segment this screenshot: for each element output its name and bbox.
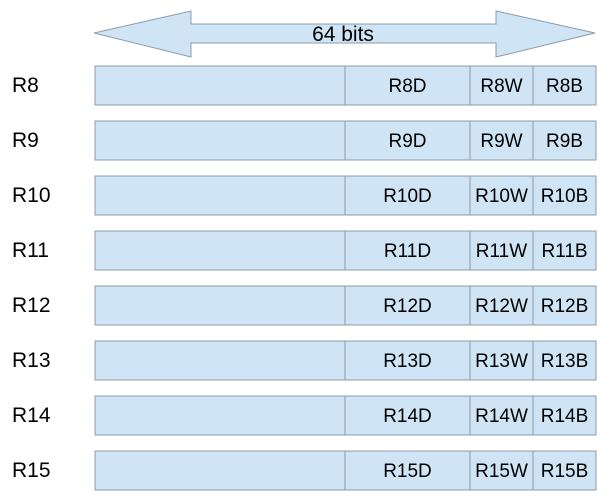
register-row: R9 R9D R9W R9B bbox=[12, 120, 597, 161]
upper-bits-cell bbox=[94, 230, 346, 271]
upper-bits-cell bbox=[94, 175, 346, 216]
register-label: R14 bbox=[12, 404, 51, 427]
register-row: R8 R8D R8W R8B bbox=[12, 65, 597, 106]
register-label: R12 bbox=[12, 294, 51, 317]
register-row: R11 R11D R11W R11B bbox=[12, 230, 597, 271]
word-cell bbox=[469, 285, 534, 326]
word-label: R10W bbox=[475, 186, 528, 207]
byte-cell bbox=[532, 340, 597, 381]
register-row: R10 R10D R10W R10B bbox=[12, 175, 597, 216]
dword-label: R11D bbox=[384, 241, 431, 262]
dword-label: R15D bbox=[383, 461, 432, 482]
word-label: R9W bbox=[480, 131, 522, 152]
byte-cell bbox=[532, 230, 597, 271]
word-label: R11W bbox=[476, 241, 527, 262]
upper-bits-cell bbox=[94, 285, 346, 326]
word-cell bbox=[469, 450, 534, 491]
register-label: R9 bbox=[12, 129, 39, 152]
dword-label: R12D bbox=[383, 296, 432, 317]
byte-label: R12B bbox=[541, 296, 589, 317]
word-cell bbox=[469, 120, 534, 161]
register-label: R10 bbox=[12, 184, 51, 207]
word-cell bbox=[469, 175, 534, 216]
register-row: R13 R13D R13W R13B bbox=[12, 340, 597, 381]
dword-label: R10D bbox=[383, 186, 432, 207]
dword-cell bbox=[344, 230, 471, 271]
register-label: R15 bbox=[12, 459, 51, 482]
dword-label: R13D bbox=[383, 351, 432, 372]
dword-cell bbox=[344, 65, 471, 106]
register-label: R13 bbox=[12, 349, 51, 372]
dword-cell bbox=[344, 340, 471, 381]
byte-cell bbox=[532, 285, 597, 326]
byte-label: R9B bbox=[546, 131, 583, 152]
upper-bits-cell bbox=[94, 120, 346, 161]
register-label: R8 bbox=[12, 74, 39, 97]
word-cell bbox=[469, 340, 534, 381]
word-label: R14W bbox=[475, 406, 528, 427]
byte-label: R11B bbox=[541, 241, 587, 262]
dword-label: R14D bbox=[383, 406, 432, 427]
byte-cell bbox=[532, 175, 597, 216]
dword-cell bbox=[344, 395, 471, 436]
register-row: R12 R12D R12W R12B bbox=[12, 285, 597, 326]
upper-bits-cell bbox=[94, 65, 346, 106]
word-label: R15W bbox=[475, 461, 528, 482]
byte-label: R10B bbox=[541, 186, 589, 207]
dword-cell bbox=[344, 120, 471, 161]
width-label: 64 bits bbox=[312, 23, 374, 46]
word-label: R8W bbox=[480, 76, 522, 97]
dword-cell bbox=[344, 175, 471, 216]
dword-label: R8D bbox=[388, 76, 426, 97]
byte-label: R15B bbox=[541, 461, 589, 482]
word-cell bbox=[469, 395, 534, 436]
byte-cell bbox=[532, 65, 597, 106]
register-row: R15 R15D R15W R15B bbox=[12, 450, 597, 491]
word-cell bbox=[469, 65, 534, 106]
word-label: R13W bbox=[475, 351, 528, 372]
upper-bits-cell bbox=[94, 395, 346, 436]
byte-label: R13B bbox=[541, 351, 589, 372]
byte-label: R8B bbox=[546, 76, 583, 97]
dword-cell bbox=[344, 285, 471, 326]
register-row: R14 R14D R14W R14B bbox=[12, 395, 597, 436]
word-cell bbox=[469, 230, 534, 271]
byte-cell bbox=[532, 450, 597, 491]
upper-bits-cell bbox=[94, 450, 346, 491]
dword-label: R9D bbox=[388, 131, 426, 152]
byte-label: R14B bbox=[541, 406, 589, 427]
byte-cell bbox=[532, 120, 597, 161]
dword-cell bbox=[344, 450, 471, 491]
byte-cell bbox=[532, 395, 597, 436]
register-label: R11 bbox=[12, 239, 49, 262]
width-arrow bbox=[93, 10, 596, 58]
word-label: R12W bbox=[475, 296, 528, 317]
upper-bits-cell bbox=[94, 340, 346, 381]
